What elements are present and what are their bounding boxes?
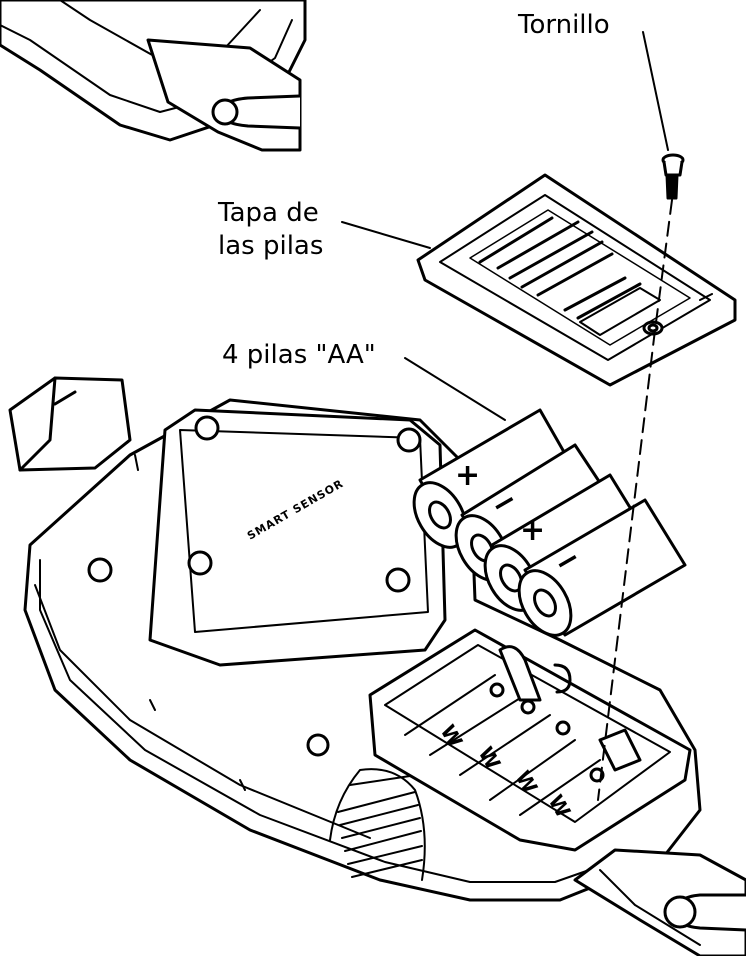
battery-compartment: W W W W xyxy=(368,628,692,852)
label-battery-cover-line1: Tapa de xyxy=(218,198,319,228)
meter-body: SMART SENSOR W W W W xyxy=(8,376,746,956)
battery-1-polarity: + xyxy=(455,458,480,493)
lower-jaw xyxy=(573,848,746,956)
leader-lines xyxy=(341,31,669,421)
battery-4 xyxy=(517,498,687,637)
battery-cover xyxy=(416,173,737,387)
label-batteries: 4 pilas "AA" xyxy=(222,340,376,370)
sensor-plate: SMART SENSOR xyxy=(87,408,447,757)
grip-texture xyxy=(329,768,426,881)
label-screw: Tornillo xyxy=(518,10,610,40)
label-battery-cover-line2: las pilas xyxy=(218,231,324,261)
battery-3-polarity: + xyxy=(520,513,545,548)
batteries: + − + − xyxy=(412,408,687,637)
assembly-dashed-line xyxy=(597,199,673,801)
screw xyxy=(661,153,685,200)
upper-device-fragment xyxy=(0,0,307,152)
